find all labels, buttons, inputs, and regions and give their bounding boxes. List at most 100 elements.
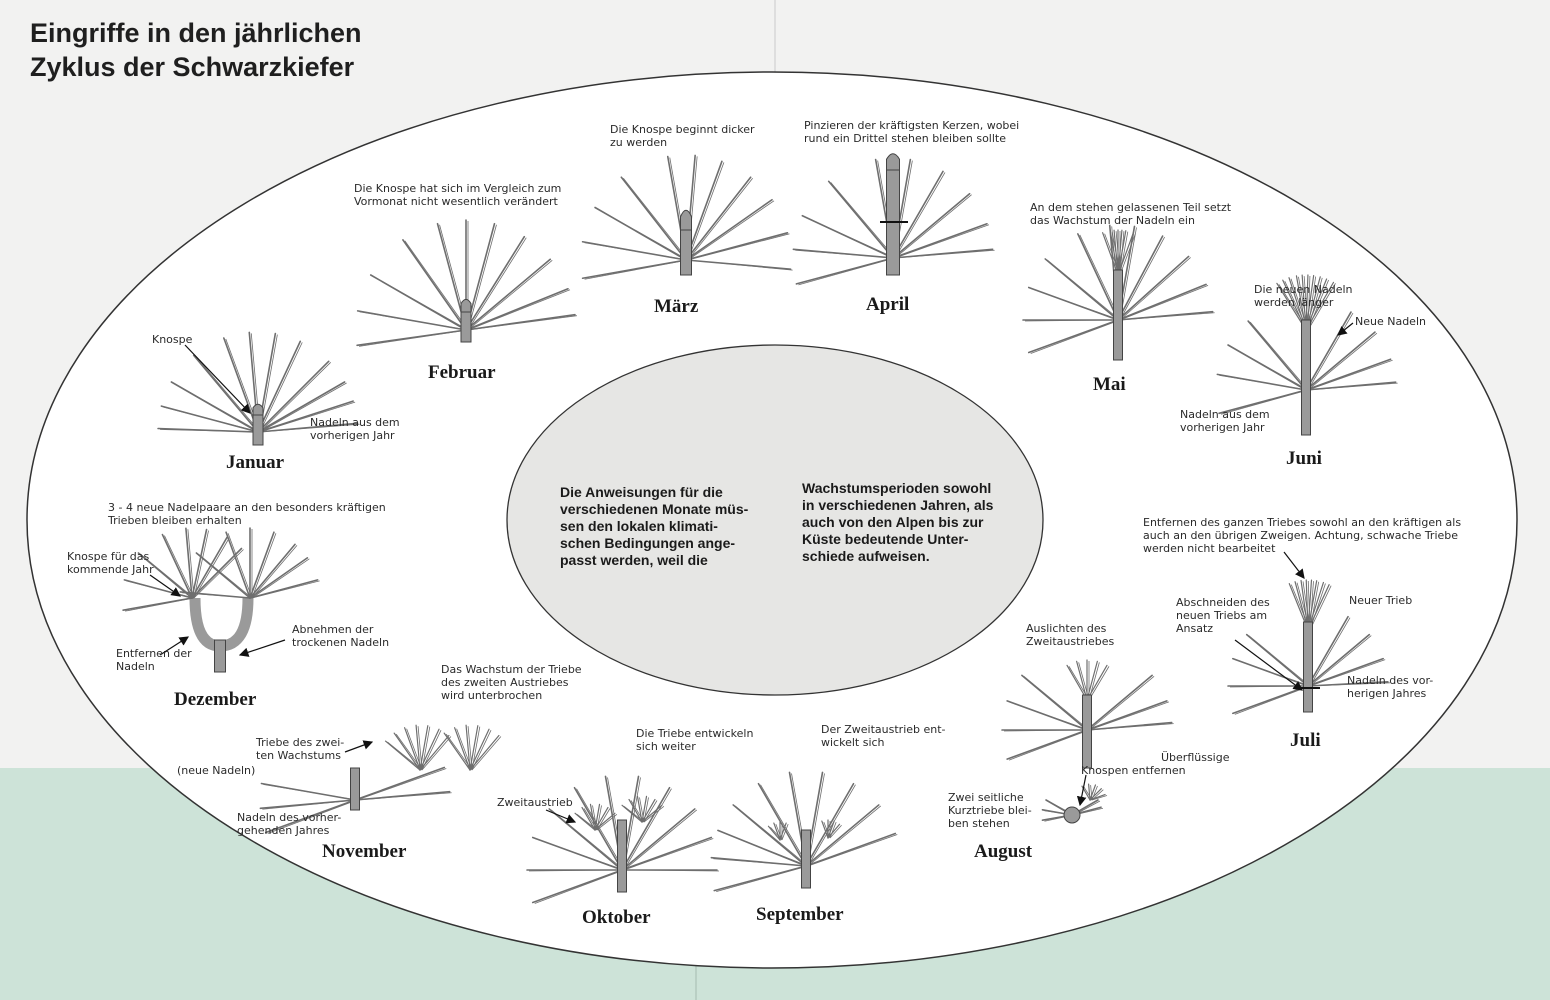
needle bbox=[1119, 257, 1191, 321]
needle bbox=[471, 736, 502, 771]
needle bbox=[372, 275, 469, 331]
needle bbox=[534, 838, 625, 871]
needle bbox=[592, 805, 598, 831]
center-text-right: Wachstumsperioden sowohl in verschiedene… bbox=[802, 480, 993, 565]
annotation-arrow bbox=[1283, 551, 1305, 579]
needle bbox=[191, 528, 208, 599]
needle bbox=[465, 313, 576, 331]
needle bbox=[894, 172, 946, 259]
needle bbox=[829, 821, 837, 839]
needle bbox=[621, 804, 643, 823]
needle bbox=[465, 235, 526, 331]
needle bbox=[1229, 345, 1309, 391]
needle bbox=[1091, 785, 1098, 801]
needle bbox=[1218, 389, 1307, 415]
needle bbox=[1309, 682, 1390, 687]
month-juli: Juli bbox=[1290, 730, 1321, 751]
needle bbox=[621, 786, 671, 871]
bud bbox=[1063, 806, 1081, 824]
needle bbox=[359, 329, 469, 347]
needle bbox=[465, 258, 552, 331]
needle bbox=[1003, 729, 1090, 732]
needle bbox=[1088, 783, 1091, 801]
center-right-line: Küste bedeutende Unter- bbox=[802, 531, 969, 547]
needle bbox=[623, 869, 720, 872]
needle bbox=[687, 259, 793, 271]
needle bbox=[1078, 662, 1090, 701]
needle bbox=[1248, 635, 1311, 687]
needle bbox=[251, 533, 277, 599]
needle bbox=[1066, 664, 1088, 701]
needle bbox=[581, 259, 687, 280]
needle bbox=[259, 342, 303, 433]
needle bbox=[198, 553, 253, 599]
needle bbox=[356, 768, 447, 801]
needle bbox=[1113, 229, 1119, 276]
needle bbox=[1307, 633, 1371, 687]
plant-illustrations bbox=[122, 153, 1398, 904]
needle bbox=[687, 162, 725, 261]
plant-januar bbox=[157, 331, 360, 446]
needle bbox=[781, 823, 789, 841]
needle bbox=[770, 826, 783, 841]
needle bbox=[227, 533, 253, 599]
needle bbox=[467, 289, 571, 331]
center-left-line: schen Bedingungen ange- bbox=[560, 535, 736, 551]
needle bbox=[639, 797, 645, 823]
label-november-nadeln: Nadeln des vorher- gehenden Jahres bbox=[237, 811, 342, 837]
center-left-line: verschiedenen Monate müs- bbox=[560, 501, 749, 517]
needle bbox=[795, 249, 896, 259]
needle bbox=[263, 784, 358, 801]
needle bbox=[193, 530, 209, 599]
label-oktober-zweitaustrieb: Zweitaustrieb bbox=[497, 796, 573, 809]
label-dezember-paare: 3 - 4 neue Nadelpaare an den besonders k… bbox=[108, 501, 386, 527]
needle bbox=[1115, 231, 1121, 276]
label-august-auslichten: Auslichten des Zweitaustriebes bbox=[1026, 622, 1115, 648]
needle bbox=[1088, 676, 1155, 731]
stem bbox=[460, 311, 472, 343]
needle bbox=[421, 730, 442, 771]
needle bbox=[687, 233, 790, 261]
month-mai: Mai bbox=[1093, 374, 1126, 395]
center-ellipse bbox=[506, 344, 1044, 696]
plant-februar bbox=[356, 219, 577, 347]
center-right-line: auch von den Alpen bis zur bbox=[802, 514, 984, 530]
month-august: August bbox=[974, 841, 1033, 862]
needle bbox=[124, 597, 195, 612]
needle bbox=[182, 592, 253, 599]
label-august-knospen: Knospen entfernen bbox=[1081, 764, 1186, 777]
needle bbox=[1068, 666, 1090, 701]
plant-august-upper bbox=[1001, 659, 1174, 769]
needle bbox=[251, 580, 320, 599]
needle bbox=[264, 799, 356, 834]
needle bbox=[550, 809, 625, 871]
needle bbox=[1088, 701, 1170, 731]
needle bbox=[164, 535, 195, 599]
stem bbox=[1082, 694, 1092, 769]
plant-september bbox=[710, 771, 898, 892]
needle bbox=[548, 808, 623, 871]
needle bbox=[574, 812, 596, 831]
month-dezember: Dezember bbox=[174, 689, 257, 710]
needle bbox=[805, 832, 897, 867]
needle bbox=[1309, 659, 1386, 687]
needle bbox=[163, 406, 261, 433]
label-april: Pinzieren der kräftigsten Kerzen, wobei … bbox=[804, 119, 1020, 145]
needle bbox=[1247, 320, 1307, 391]
needle bbox=[1077, 233, 1119, 321]
needle bbox=[195, 356, 261, 433]
needle bbox=[531, 869, 623, 904]
needle bbox=[1119, 312, 1215, 321]
needle bbox=[643, 797, 649, 823]
label-juli-top: Entfernen des ganzen Triebes sowohl an d… bbox=[1143, 516, 1462, 555]
stem bbox=[617, 819, 627, 893]
needle bbox=[1088, 723, 1174, 731]
needle bbox=[191, 547, 243, 599]
needle bbox=[892, 170, 944, 259]
needle bbox=[1091, 795, 1108, 801]
needle bbox=[596, 805, 602, 831]
needle bbox=[1030, 288, 1121, 321]
needle bbox=[1307, 382, 1398, 391]
needle bbox=[596, 813, 618, 831]
center-right-line: schiede aufweisen. bbox=[802, 548, 930, 564]
